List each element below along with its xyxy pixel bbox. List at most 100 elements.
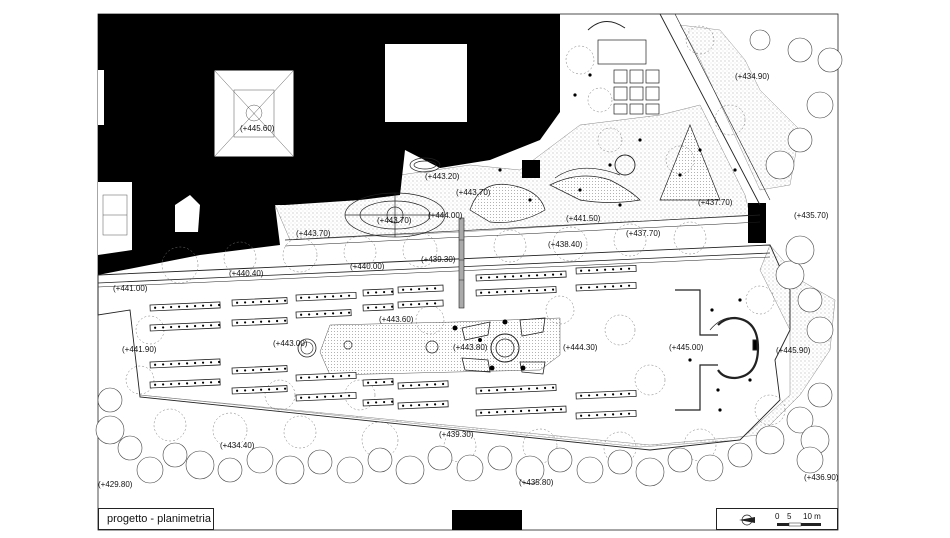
planter-tree bbox=[193, 381, 197, 385]
scale-tick-label: 0 bbox=[775, 512, 780, 521]
planter-tree bbox=[324, 395, 327, 398]
tree-clump bbox=[796, 446, 824, 474]
elevation-label: (+434.40) bbox=[220, 441, 255, 450]
planter-tree bbox=[426, 287, 429, 290]
planter-tree bbox=[217, 360, 221, 364]
tree-canopy bbox=[344, 379, 376, 411]
planter-tree bbox=[418, 287, 421, 291]
planter-row bbox=[475, 286, 557, 297]
planter-bed bbox=[231, 385, 288, 395]
planter-tree bbox=[596, 285, 599, 289]
tree-clump bbox=[806, 316, 834, 344]
tree-canopy bbox=[604, 314, 636, 346]
small-courtyard bbox=[175, 195, 200, 232]
tree-canopy bbox=[565, 45, 595, 75]
elevation-label: (+438.40) bbox=[548, 240, 583, 249]
planter-tree bbox=[519, 409, 523, 413]
tree-clump bbox=[217, 457, 243, 483]
tree-canopy bbox=[223, 241, 257, 275]
tree-point bbox=[573, 93, 577, 97]
planter-tree bbox=[535, 387, 539, 390]
tree-clump bbox=[787, 37, 813, 63]
planter-tree bbox=[252, 368, 255, 372]
planter-tree bbox=[619, 284, 623, 288]
planter-tree bbox=[611, 393, 615, 396]
elevation-label: (+440.40) bbox=[229, 269, 264, 278]
planter-tree bbox=[236, 369, 239, 372]
tree-point bbox=[698, 148, 702, 152]
planter-tree bbox=[347, 311, 351, 314]
fountains bbox=[297, 154, 636, 363]
planter-tree bbox=[154, 306, 157, 309]
planter-tree bbox=[619, 412, 623, 416]
tree-clump bbox=[817, 47, 843, 73]
planter-tree bbox=[383, 305, 386, 309]
tree-point bbox=[578, 188, 582, 192]
planter-tree bbox=[627, 392, 631, 395]
planter-row bbox=[362, 288, 394, 297]
planter-tree bbox=[410, 303, 413, 306]
planter-tree bbox=[185, 305, 189, 308]
scale-tick-label: 10 m bbox=[803, 512, 821, 521]
planter-tree bbox=[347, 294, 351, 297]
tree-point bbox=[688, 358, 692, 362]
planter-row bbox=[231, 365, 288, 375]
tree-clump bbox=[367, 447, 393, 473]
tree-point bbox=[498, 168, 502, 172]
central-stair bbox=[458, 217, 465, 309]
planter-tree bbox=[559, 408, 563, 411]
planter-tree bbox=[410, 384, 413, 387]
planter-rows bbox=[149, 264, 637, 420]
planter-row bbox=[149, 321, 221, 332]
planter-tree bbox=[244, 301, 247, 304]
tree-clump bbox=[775, 260, 805, 290]
planter-tree bbox=[331, 395, 335, 398]
tree-canopy bbox=[545, 295, 575, 325]
planter-tree bbox=[244, 369, 247, 372]
elevation-label: (+435.70) bbox=[794, 211, 829, 220]
planter-tree bbox=[580, 414, 583, 417]
tree-clump bbox=[765, 150, 795, 180]
elevation-label: (+436.90) bbox=[804, 473, 839, 482]
elevation-label: (+437.70) bbox=[698, 198, 733, 207]
planter-tree bbox=[580, 286, 583, 289]
planter-tree bbox=[267, 320, 271, 323]
elevation-labels: (+445.60) (+434.90) (+443.20) (+443.70) … bbox=[98, 72, 839, 489]
planter-tree bbox=[543, 288, 547, 292]
scale-bar-box: 0 5 10 m bbox=[716, 508, 838, 530]
planter-tree bbox=[496, 410, 499, 414]
planter-tree bbox=[402, 404, 405, 407]
tree-clump bbox=[667, 447, 693, 473]
drawing-caption-box: progetto - planimetria bbox=[98, 508, 214, 530]
planter-tree bbox=[367, 291, 370, 294]
planter-tree bbox=[252, 320, 255, 324]
planter-tree bbox=[170, 362, 173, 366]
planter-tree bbox=[162, 326, 165, 329]
planter-tree bbox=[252, 388, 255, 392]
tree-clump bbox=[117, 435, 143, 461]
tree-canopy bbox=[264, 379, 296, 411]
tree-canopy bbox=[493, 229, 527, 263]
planter-tree bbox=[283, 367, 287, 370]
tree-canopy bbox=[212, 412, 248, 448]
planter-tree bbox=[519, 289, 523, 293]
planter-tree bbox=[488, 291, 491, 294]
planter-tree bbox=[527, 387, 531, 390]
planter-tree bbox=[367, 401, 370, 404]
planter-tree bbox=[391, 380, 394, 383]
tree-clump bbox=[607, 449, 633, 475]
elevation-label: (+444.30) bbox=[563, 343, 598, 352]
tree-point bbox=[716, 388, 720, 392]
planter-tree bbox=[260, 368, 263, 371]
tree-clump bbox=[576, 456, 604, 484]
elevation-label: (+445.00) bbox=[669, 343, 704, 352]
planter-row bbox=[295, 371, 357, 382]
planter-tree bbox=[267, 368, 271, 371]
tree-clump bbox=[515, 455, 545, 485]
planter-tree bbox=[588, 414, 591, 417]
tree-canopy bbox=[685, 25, 715, 55]
planter-row bbox=[231, 297, 288, 307]
planter-tree bbox=[383, 400, 386, 404]
tree-clump bbox=[755, 425, 785, 455]
planter-tree bbox=[308, 396, 311, 399]
